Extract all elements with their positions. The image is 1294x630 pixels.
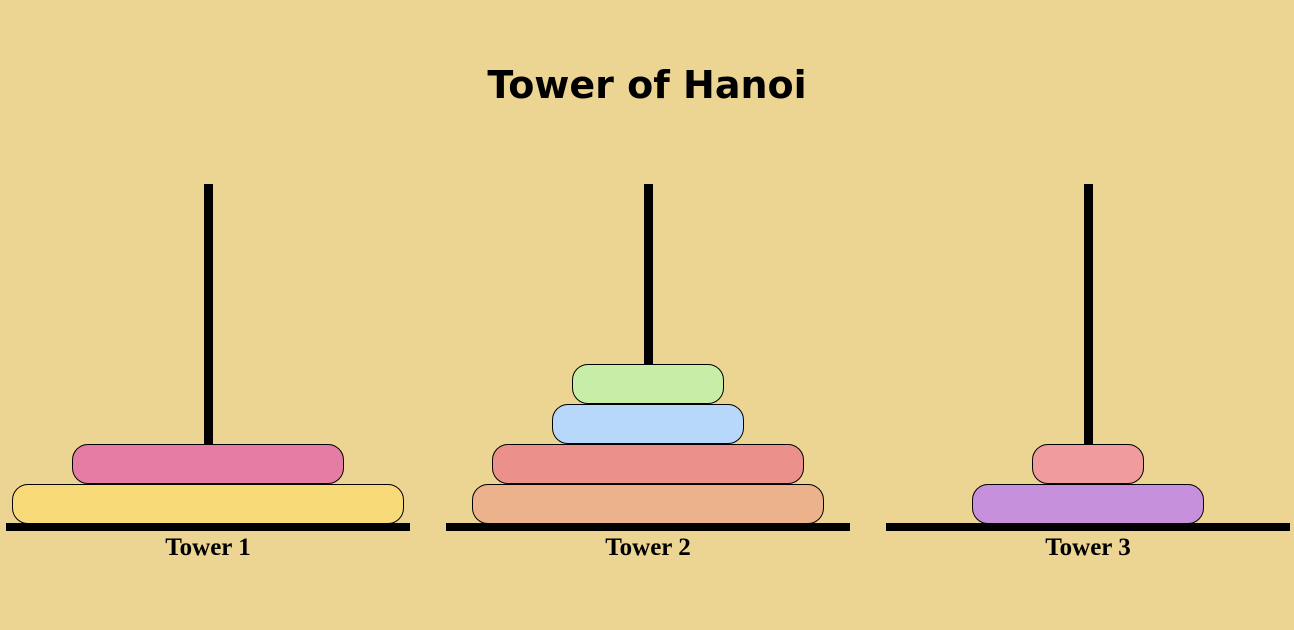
disk-9 (12, 484, 404, 524)
tower-peg (204, 184, 213, 524)
tower-label: Tower 3 (1045, 534, 1131, 561)
tower-1[interactable]: Tower 1 (6, 0, 410, 630)
disk-3[interactable] (572, 364, 724, 404)
tower-peg (1084, 184, 1093, 524)
tower-label: Tower 1 (165, 534, 251, 561)
disk-2[interactable] (1032, 444, 1144, 484)
tower-peg (644, 184, 653, 524)
page-title: Tower of Hanoi (487, 63, 807, 107)
tower-2[interactable]: Tower 2 (446, 0, 850, 630)
disk-4 (552, 404, 744, 444)
tower-base (886, 523, 1290, 531)
tower-base (446, 523, 850, 531)
disk-7 (492, 444, 804, 484)
disk-5 (972, 484, 1204, 524)
tower-label: Tower 2 (605, 534, 691, 561)
tower-base (6, 523, 410, 531)
tower-3[interactable]: Tower 3 (886, 0, 1290, 630)
disk-8 (472, 484, 824, 524)
disk-6[interactable] (72, 444, 344, 484)
